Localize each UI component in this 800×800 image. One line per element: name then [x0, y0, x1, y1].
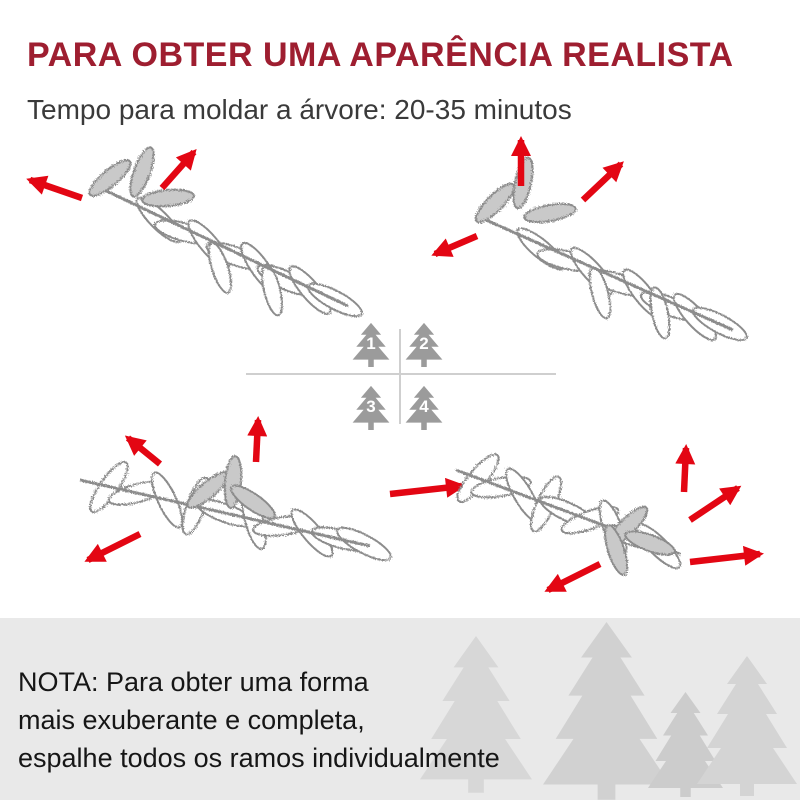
branch-illustration-step4: [455, 444, 764, 593]
bend-arrows: [26, 149, 197, 202]
tree-step-3: 3: [352, 384, 390, 430]
arrow-up-right-icon: [580, 161, 624, 203]
divider-vertical: [399, 329, 401, 424]
step-number: 3: [366, 397, 376, 416]
arrow-down-left-icon: [544, 561, 602, 593]
tree-icon: [352, 322, 390, 367]
branch-illustration-step2: [431, 136, 748, 342]
arrow-up-left-icon: [124, 435, 163, 467]
page-title: PARA OBTER UMA APARÊNCIA REALISTA: [27, 36, 734, 74]
arrow-down-left-icon: [84, 531, 142, 563]
bend-arrows: [544, 444, 764, 593]
page-subtitle: Tempo para moldar a árvore: 20-35 minuto…: [27, 94, 572, 125]
bend-arrows: [84, 416, 466, 563]
tree-icon: [405, 322, 443, 367]
branch-illustration-step1: [26, 146, 363, 318]
divider-horizontal: [246, 373, 556, 375]
step-number: 2: [419, 334, 429, 353]
note-text-line: NOTA: Para obter uma forma: [18, 667, 369, 697]
step-number: 4: [419, 397, 429, 416]
arrow-right-icon: [389, 477, 466, 498]
arrow-up-icon: [675, 444, 696, 493]
tree-step-1: 1: [352, 321, 390, 367]
tree-silhouette-icon: [697, 656, 797, 796]
step-number: 1: [366, 334, 376, 353]
branch-sprigs: [455, 453, 682, 576]
branch-sprigs: [79, 455, 392, 562]
tree-icon: [405, 385, 443, 430]
arrow-right-icon: [689, 545, 764, 566]
note-text-line: espalhe todos os ramos individualmente: [18, 742, 500, 773]
arrow-up-icon: [247, 416, 268, 463]
arrow-down-left-icon: [431, 233, 479, 257]
branch-sprigs: [88, 146, 363, 318]
note-text: NOTA: Para obter uma forma mais exuberan…: [18, 664, 500, 777]
note-text-line: mais exuberante e completa,: [18, 704, 365, 735]
arrow-up-right-icon: [688, 485, 742, 523]
note-section: NOTA: Para obter uma forma mais exuberan…: [0, 618, 800, 800]
branch-sprigs: [474, 156, 748, 342]
branch-illustration-step3: [79, 416, 466, 563]
bend-arrows: [431, 136, 624, 257]
tree-silhouette-icon: [543, 622, 670, 800]
arrow-up-right-icon: [159, 149, 197, 191]
arrow-left-icon: [26, 175, 84, 202]
tree-step-2: 2: [405, 321, 443, 367]
tree-icon: [352, 385, 390, 430]
tree-step-4: 4: [405, 384, 443, 430]
